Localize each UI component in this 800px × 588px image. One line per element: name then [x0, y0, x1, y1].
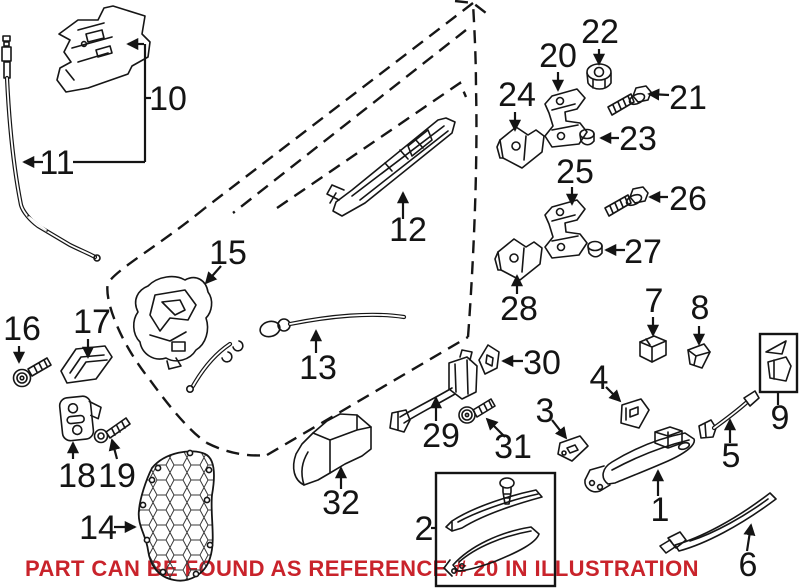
- part-drawing-26: [604, 186, 649, 217]
- part-drawing-13: [186, 312, 407, 393]
- part-drawing-23: [579, 128, 595, 146]
- part-drawing-32: [292, 413, 372, 486]
- callout-6-label: 6: [739, 546, 758, 584]
- callout-11-label: 11: [39, 144, 74, 182]
- callout-21-arrow: [647, 88, 670, 101]
- callout-19-arrow: [108, 438, 121, 460]
- callout-28-label: 28: [500, 290, 538, 328]
- callout-26-label: 26: [669, 180, 707, 218]
- callout-10-label: 10: [149, 80, 187, 118]
- callout-14-label: 14: [79, 509, 117, 547]
- part-drawing-21: [607, 85, 652, 116]
- callout-4-label: 4: [590, 359, 609, 397]
- part-drawing-25: [544, 199, 588, 259]
- part-drawing-24: [496, 126, 545, 169]
- callout-19-label: 19: [98, 457, 136, 495]
- part-drawing-14: [137, 449, 215, 582]
- callout-2-label: 2: [415, 510, 434, 548]
- part-drawing-29: [389, 349, 478, 433]
- reference-note-text: PART CAN BE FOUND AS REFERENCE # 20 IN I…: [25, 556, 699, 581]
- part-drawing-1: [584, 426, 696, 493]
- callout-9-label: 9: [771, 399, 790, 437]
- callout-6-arrow: [743, 523, 756, 552]
- callout-20-label: 20: [539, 37, 577, 75]
- callout-25-label: 25: [556, 153, 594, 191]
- part-drawing-11: [1, 35, 101, 262]
- callout-13-label: 13: [299, 349, 337, 387]
- callout-3-arrow: [551, 419, 568, 440]
- callout-30-label: 30: [523, 344, 561, 382]
- part-drawing-27: [587, 240, 603, 258]
- callout-21-label: 21: [669, 79, 707, 117]
- part-drawing-16: [12, 357, 52, 388]
- part-drawing-7: [639, 335, 667, 363]
- callout-32-label: 32: [322, 484, 360, 522]
- part-9-inset: [758, 332, 799, 394]
- callout-17-label: 17: [73, 303, 111, 341]
- part-drawing-5: [698, 390, 760, 439]
- callout-5-label: 5: [722, 437, 741, 475]
- callout-15-arrow: [204, 265, 222, 285]
- part-drawing-4: [620, 398, 650, 429]
- callout-12-label: 12: [389, 211, 427, 249]
- part-drawing-6: [659, 492, 777, 554]
- part-2-inset: [434, 471, 557, 588]
- callout-16-label: 16: [3, 310, 41, 348]
- callout-29-label: 29: [422, 417, 460, 455]
- callout-4-arrow: [605, 386, 622, 403]
- callout-22-label: 22: [581, 13, 619, 51]
- part-drawing-12: [326, 117, 456, 217]
- part-drawing-15: [132, 275, 213, 370]
- callout-24-label: 24: [498, 76, 536, 114]
- part-drawing-30: [478, 344, 500, 375]
- part-drawing-18: [58, 395, 102, 442]
- door-outline-dashed: [106, 0, 487, 457]
- part-drawing-19: [93, 417, 131, 444]
- callout-3-label: 3: [536, 392, 555, 430]
- callout-8-label: 8: [691, 289, 710, 327]
- part-drawing-22: [586, 63, 612, 90]
- part-drawing-8: [687, 343, 711, 369]
- callout-18-label: 18: [58, 457, 96, 495]
- part-drawing-28: [494, 238, 543, 281]
- callout-27-label: 27: [624, 233, 662, 271]
- part-drawing-10: [56, 5, 151, 93]
- part-drawing-17: [60, 345, 113, 384]
- part-drawing-3: [557, 435, 589, 462]
- callout-31-arrow: [485, 417, 506, 438]
- callout-1-label: 1: [651, 491, 670, 529]
- callout-23-label: 23: [619, 120, 657, 158]
- part-drawing-31: [458, 398, 496, 424]
- callout-15-label: 15: [209, 234, 247, 272]
- callout-31-label: 31: [494, 428, 532, 466]
- callout-7-label: 7: [645, 282, 664, 320]
- part-drawing-20: [544, 88, 588, 148]
